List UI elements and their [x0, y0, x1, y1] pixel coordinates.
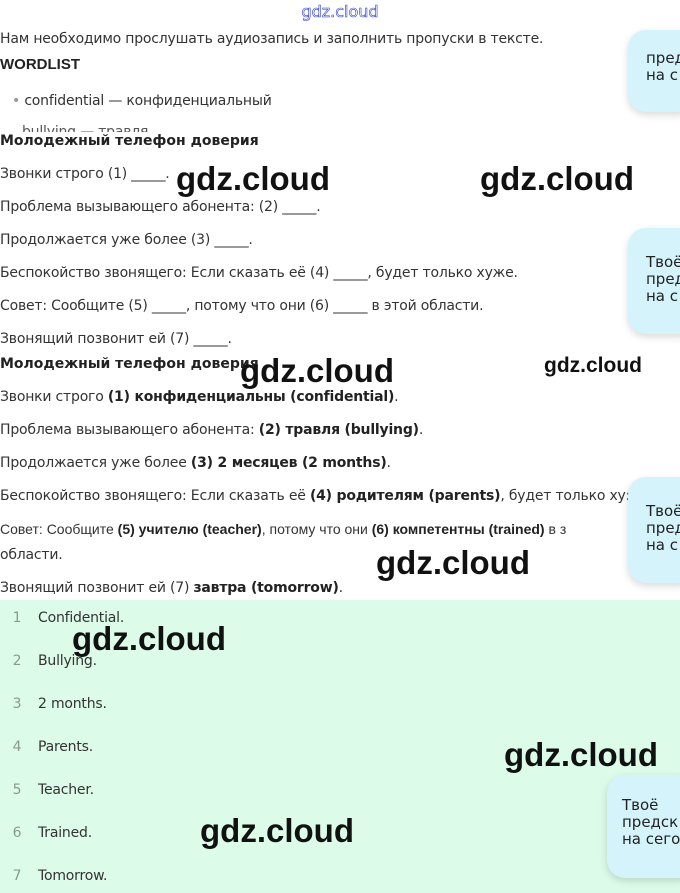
watermark: gdz.cloud [72, 620, 226, 657]
answer-line: Звонки строго (1) конфиденциальны (confi… [0, 389, 399, 405]
wordlist-item: • confidential — конфиденциальный [12, 93, 272, 109]
watermark: gdz.cloud [544, 354, 642, 377]
answer-line: Звонящий позвонит ей (7) завтра (tomorro… [0, 580, 343, 596]
wordlist-title: WORDLIST [0, 56, 80, 73]
watermark: gdz.cloud [176, 160, 330, 197]
exercise-title: Молодежный телефон доверия [0, 133, 259, 149]
watermark: gdz.cloud [480, 160, 634, 197]
top-watermark: gdz.cloud [301, 2, 379, 22]
answer-line-wrap: области. [0, 547, 63, 563]
answer-title: Молодежный телефон доверия [0, 356, 259, 372]
answers-panel [0, 600, 680, 893]
answer-line: Беспокойство звонящего: Если сказать её … [0, 488, 631, 504]
watermark: gdz.cloud [504, 736, 658, 773]
watermark: gdz.cloud [240, 352, 394, 389]
wordlist-item-clipped: bullying — травля [22, 124, 149, 132]
exercise-line: Проблема вызывающего абонента: (2) _____… [0, 199, 321, 215]
exercise-line: Звонящий позвонит ей (7) _____. [0, 331, 232, 347]
exercise-line: Совет: Сообщите (5) _____, потому что он… [0, 298, 484, 314]
answer-line: Совет: Сообщите (5) учителю (teacher), п… [0, 521, 567, 537]
watermark: gdz.cloud [376, 544, 530, 581]
answer-line: Продолжается уже более (3) 2 месяцев (2 … [0, 455, 391, 471]
intro-text: Нам необходимо прослушать аудиозапись и … [0, 31, 544, 47]
wordlist-text: confidential — конфиденциальный [24, 93, 272, 109]
exercise-line: Беспокойство звонящего: Если сказать её … [0, 265, 518, 281]
exercise-line: Продолжается уже более (3) _____. [0, 232, 253, 248]
answer-line: Проблема вызывающего абонента: (2) травл… [0, 422, 424, 438]
watermark: gdz.cloud [200, 812, 354, 849]
exercise-line: Звонки строго (1) _____. [0, 166, 170, 182]
